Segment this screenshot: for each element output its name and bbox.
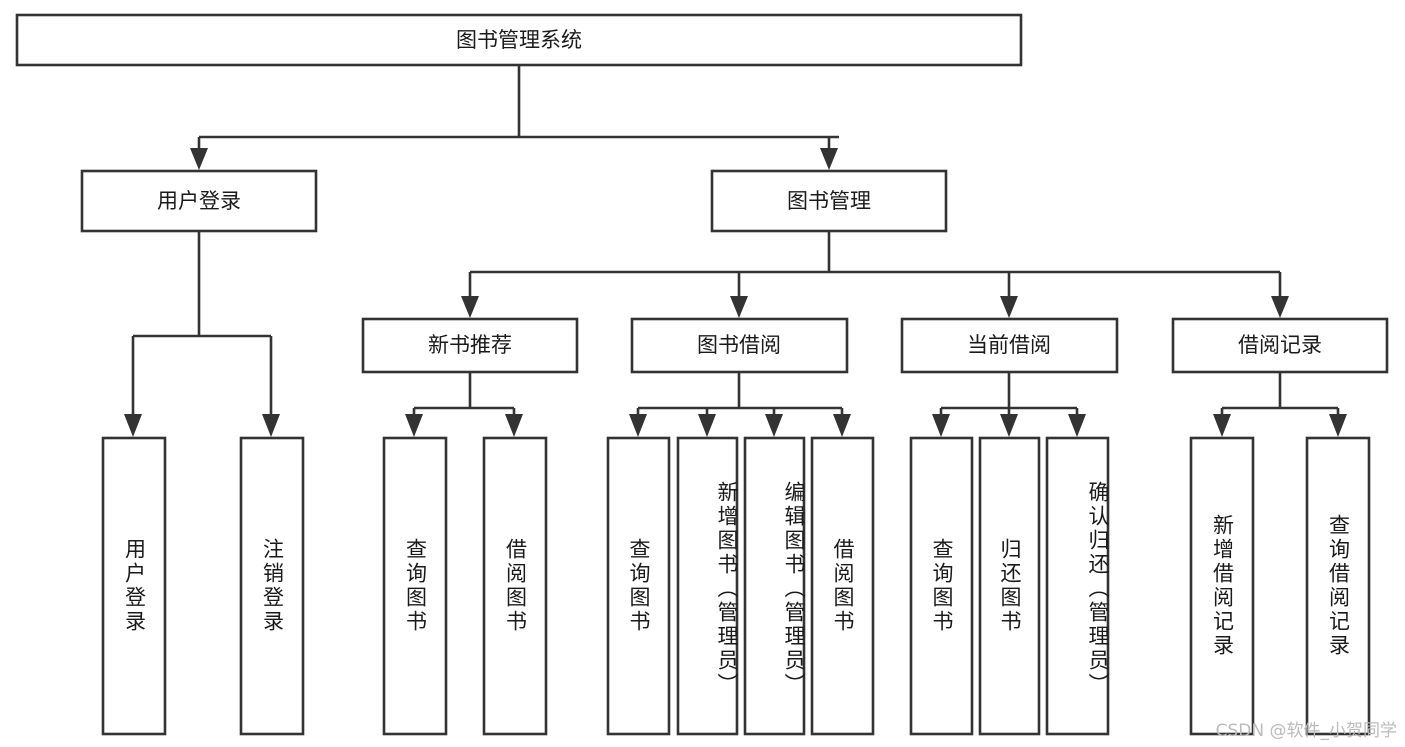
arrow-head-leaf-4 xyxy=(629,414,647,437)
node-user-login-label: 用户登录 xyxy=(157,189,241,213)
node-book-management-label: 图书管理 xyxy=(787,189,871,213)
arrow-head-leaf-2 xyxy=(405,414,423,437)
arrow-head-records xyxy=(1271,296,1289,318)
connector-borrow-to-leaves xyxy=(629,373,851,437)
leaf-box-return-book[interactable] xyxy=(978,436,1041,736)
node-borrow-records[interactable]: 借阅记录 xyxy=(1171,317,1389,374)
node-borrow-records-box[interactable] xyxy=(1171,317,1389,374)
node-current-borrow-box[interactable] xyxy=(900,317,1119,374)
node-book-borrow-box[interactable] xyxy=(630,317,849,374)
connector-current-to-leaves xyxy=(932,373,1086,437)
leaf-box-query-book-c[interactable] xyxy=(909,436,974,736)
arrow-head-leaf-10 xyxy=(1068,414,1086,437)
arrow-head-borrow xyxy=(730,296,748,318)
arrow-head-current xyxy=(1000,296,1018,318)
connector-records-to-leaves xyxy=(1213,373,1347,437)
leaf-box-query-borrow-record[interactable] xyxy=(1305,436,1371,736)
arrow-head-newbook xyxy=(461,296,479,318)
leaf-box-borrow-book-a[interactable] xyxy=(482,436,548,736)
connector-userlogin-to-leaves xyxy=(124,232,280,437)
arrow-head-leaf-6 xyxy=(765,414,783,437)
arrow-head-userlogin xyxy=(190,148,208,170)
node-root-box[interactable] xyxy=(15,13,1023,67)
arrow-head-leaf-3 xyxy=(505,414,523,437)
leaf-box-add-book-admin[interactable] xyxy=(676,436,739,736)
node-new-book-recommend[interactable]: 新书推荐 xyxy=(361,317,579,374)
node-book-borrow-label: 图书借阅 xyxy=(697,333,781,357)
arrow-head-leaf-1 xyxy=(262,414,280,437)
connector-newbook-to-leaves xyxy=(405,373,523,437)
node-root[interactable]: 图书管理系统 xyxy=(15,13,1023,67)
leaf-box-logout[interactable] xyxy=(239,436,305,736)
arrow-head-leaf-7 xyxy=(833,414,851,437)
node-new-book-recommend-label: 新书推荐 xyxy=(428,333,512,357)
node-book-management[interactable]: 图书管理 xyxy=(710,169,948,233)
leaf-box-user-login[interactable] xyxy=(101,436,167,736)
arrow-head-leaf-11 xyxy=(1213,414,1231,437)
node-book-management-box[interactable] xyxy=(710,169,948,233)
node-borrow-records-label: 借阅记录 xyxy=(1238,333,1322,357)
node-user-login[interactable]: 用户登录 xyxy=(80,169,318,233)
leaf-box-borrow-book-b[interactable] xyxy=(810,436,875,736)
connector-bookmgmt-to-level3 xyxy=(461,232,1289,318)
arrow-head-leaf-9 xyxy=(1000,414,1018,437)
leaf-box-query-book-b[interactable] xyxy=(606,436,671,736)
connector-root-to-level2 xyxy=(190,66,839,170)
node-root-label: 图书管理系统 xyxy=(456,28,582,52)
arrow-head-leaf-5 xyxy=(698,414,716,437)
arrow-head-bookmgmt xyxy=(820,148,838,170)
leaf-box-edit-book-admin[interactable] xyxy=(743,436,806,736)
leaf-box-query-book-a[interactable] xyxy=(382,436,448,736)
node-new-book-recommend-box[interactable] xyxy=(361,317,579,374)
node-user-login-box[interactable] xyxy=(80,169,318,233)
arrow-head-leaf-12 xyxy=(1329,414,1347,437)
node-current-borrow-label: 当前借阅 xyxy=(967,333,1051,357)
leaf-box-confirm-return-admin[interactable] xyxy=(1045,436,1110,736)
arrow-head-leaf-0 xyxy=(124,414,142,437)
node-book-borrow[interactable]: 图书借阅 xyxy=(630,317,849,374)
node-current-borrow[interactable]: 当前借阅 xyxy=(900,317,1119,374)
arrow-head-leaf-8 xyxy=(932,414,950,437)
leaf-box-add-borrow-record[interactable] xyxy=(1189,436,1255,736)
